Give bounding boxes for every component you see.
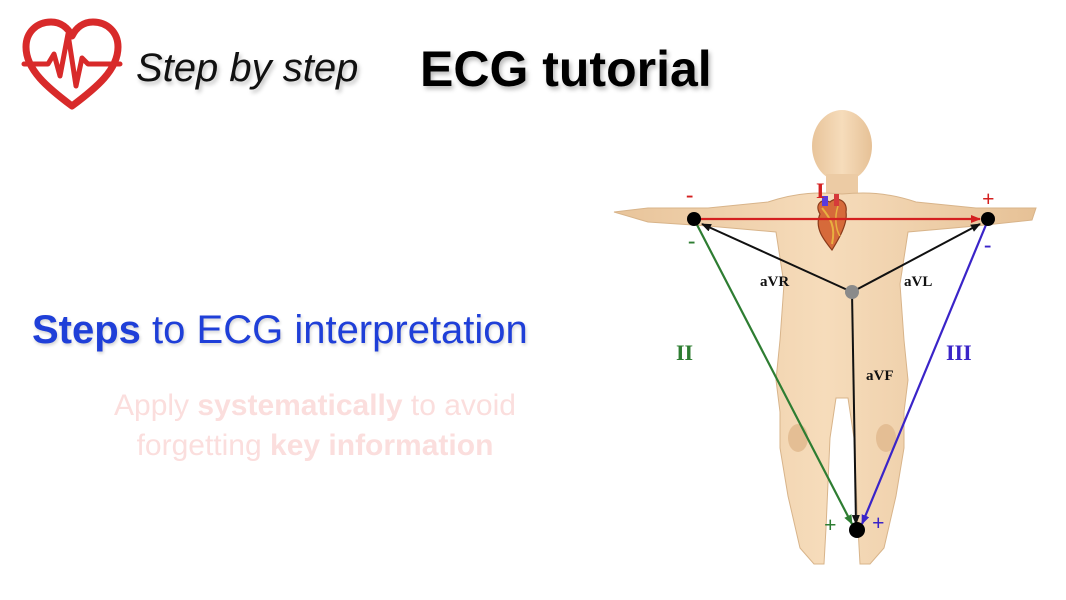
- lead-iii-line: [860, 219, 990, 525]
- lead-ii-label: II: [676, 340, 693, 365]
- steps-heading: Steps to ECG interpretation: [32, 308, 528, 353]
- lead-ii-line: [693, 218, 853, 525]
- left-arm-electrode: [981, 212, 995, 226]
- avf-line: [851, 291, 860, 525]
- description-part-2: to avoid forgetting: [136, 389, 516, 462]
- einthoven-diagram: I II III aVR aVL aVF - - + - + +: [608, 108, 1040, 578]
- body-silhouette: [613, 110, 1037, 565]
- left-arm-minus: -: [984, 232, 991, 257]
- right-arm-minus-bottom: -: [688, 228, 695, 253]
- right-arm-electrode: [687, 212, 701, 226]
- header: Step by step ECG tutorial: [18, 14, 918, 114]
- foot-electrode: [849, 522, 865, 538]
- lead-iii-label: III: [946, 340, 972, 365]
- avr-label: aVR: [760, 274, 789, 290]
- center-point: [845, 285, 859, 299]
- avl-line: [851, 223, 981, 293]
- description-bold-1: systematically: [197, 389, 403, 422]
- avl-label: aVL: [904, 274, 932, 290]
- left-arm-plus: +: [982, 186, 995, 211]
- right-arm-minus-top: -: [686, 182, 693, 207]
- foot-plus-right: +: [872, 510, 885, 535]
- page-title: ECG tutorial: [420, 41, 712, 97]
- steps-heading-rest: to ECG interpretation: [140, 308, 528, 352]
- avf-label: aVF: [866, 368, 894, 384]
- lead-i-label: I: [816, 178, 825, 203]
- description-bold-2: key information: [270, 429, 494, 462]
- description-part-1: Apply: [114, 389, 198, 422]
- avr-line: [701, 223, 853, 293]
- heart-ecg-icon: [18, 14, 126, 114]
- heart-icon: [817, 194, 847, 252]
- steps-description: Apply systematically to avoid forgetting…: [60, 386, 570, 466]
- foot-plus-left: +: [824, 512, 837, 537]
- subtitle: Step by step: [136, 46, 359, 90]
- steps-heading-bold: Steps: [32, 308, 141, 352]
